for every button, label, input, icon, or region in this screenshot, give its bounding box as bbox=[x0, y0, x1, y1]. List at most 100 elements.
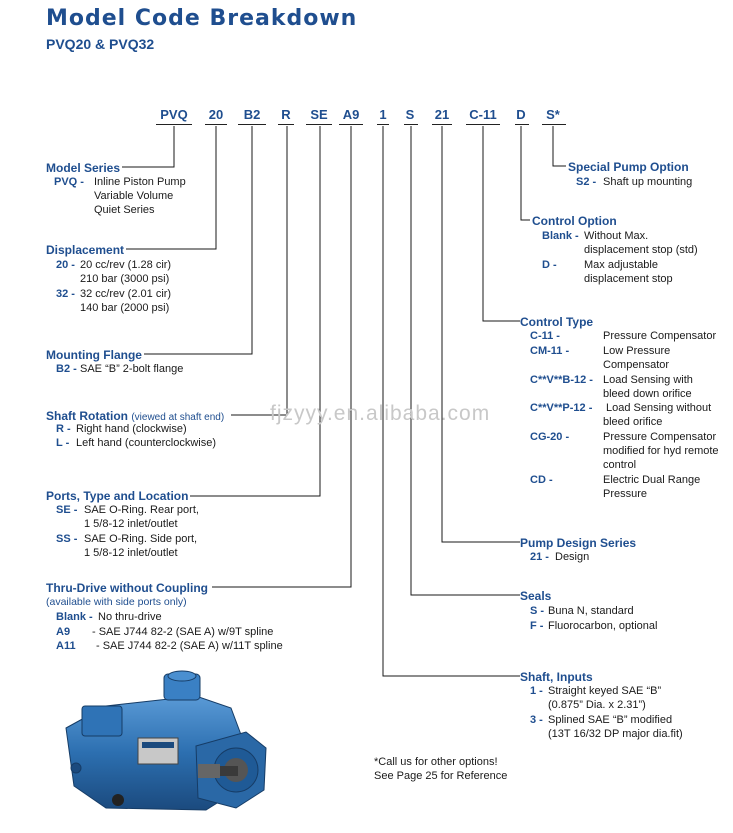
code-thru-drive: A9 bbox=[342, 107, 360, 122]
shaft-value: (13T 16/32 DP major dia.fit) bbox=[548, 728, 683, 740]
rotation-key: L - bbox=[56, 437, 70, 449]
rotation-note: (viewed at shaft end) bbox=[131, 412, 225, 423]
thru-value: No thru-drive bbox=[98, 611, 162, 623]
model-series-line: Variable Volume bbox=[94, 190, 174, 202]
displacement-value: 20 cc/rev (1.28 cir) bbox=[80, 259, 172, 271]
code-underline bbox=[515, 124, 529, 125]
ports-key: SE - bbox=[56, 504, 78, 516]
shaft-key: 1 - bbox=[530, 685, 543, 697]
control-type-key: C-11 - bbox=[530, 330, 560, 342]
ports-value: 1 5/8-12 inlet/outlet bbox=[84, 547, 178, 559]
seals-value: Fluorocarbon, optional bbox=[548, 620, 658, 632]
watermark: fjzyyy.en.alibaba.com bbox=[270, 402, 491, 425]
control-option-value: Max adjustable bbox=[584, 259, 658, 271]
page-subtitle: PVQ20 & PVQ32 bbox=[46, 36, 155, 52]
control-type-value: Pressure Compensator bbox=[603, 431, 717, 443]
special-title: Special Pump Option bbox=[568, 160, 689, 174]
control-option-value: displacement stop bbox=[584, 273, 673, 285]
displacement-value: 32 cc/rev (2.01 cir) bbox=[80, 288, 172, 300]
displacement-key: 20 - bbox=[56, 259, 75, 271]
pump-illustration bbox=[65, 670, 267, 811]
control-type-title: Control Type bbox=[520, 315, 594, 329]
displacement-value: 140 bar (2000 psi) bbox=[80, 302, 170, 314]
thru-value: - SAE J744 82-2 (SAE A) w/9T spline bbox=[92, 626, 274, 638]
thru-key: A11 bbox=[56, 640, 76, 652]
ports-value: 1 5/8-12 inlet/outlet bbox=[84, 518, 178, 530]
mounting-title: Mounting Flange bbox=[46, 348, 142, 362]
control-option-value: Without Max. bbox=[584, 230, 649, 242]
mounting-key: B2 - bbox=[56, 363, 77, 375]
ports-title: Ports, Type and Location bbox=[46, 489, 189, 503]
rotation-title-text: Shaft Rotation bbox=[46, 409, 128, 423]
control-type-key: CG-20 - bbox=[530, 431, 570, 443]
seals-title: Seals bbox=[520, 589, 552, 603]
code-displacement: 20 bbox=[208, 107, 224, 122]
control-option-title: Control Option bbox=[532, 214, 617, 228]
code-underline bbox=[432, 124, 452, 125]
rotation-key: R - bbox=[56, 423, 71, 435]
code-underline bbox=[542, 124, 566, 125]
design-title: Pump Design Series bbox=[520, 536, 637, 550]
page-title: Model Code Breakdown bbox=[46, 6, 358, 31]
design-key: 21 - bbox=[530, 551, 549, 563]
rotation-title: Shaft Rotation (viewed at shaft end) bbox=[46, 409, 224, 423]
code-rotation: R bbox=[281, 107, 291, 122]
shaft-value: (0.875” Dia. x 2.31”) bbox=[548, 699, 646, 711]
shaft-title: Shaft, Inputs bbox=[520, 670, 593, 684]
control-type-value: bleed down orifice bbox=[603, 388, 692, 400]
code-control-type: C-11 bbox=[469, 107, 497, 122]
control-type-value: Electric Dual Range bbox=[603, 474, 701, 486]
code-special: S* bbox=[546, 107, 560, 122]
shaft-value: Splined SAE “B” modified bbox=[548, 714, 673, 726]
control-type-value: Compensator bbox=[603, 359, 670, 371]
control-option-key: Blank - bbox=[542, 230, 579, 242]
code-underline bbox=[466, 124, 500, 125]
control-option-key: D - bbox=[542, 259, 557, 271]
code-underline bbox=[205, 124, 227, 125]
code-control-option: D bbox=[516, 107, 526, 122]
displacement-value: 210 bar (3000 psi) bbox=[80, 273, 170, 285]
thru-value: - SAE J744 82-2 (SAE A) w/11T spline bbox=[96, 640, 283, 652]
control-type-key: CM-11 - bbox=[530, 345, 570, 357]
rotation-value: Left hand (counterclockwise) bbox=[76, 437, 217, 449]
ports-value: SAE O-Ring. Side port, bbox=[84, 533, 198, 545]
control-type-value: control bbox=[603, 459, 637, 471]
control-type-value: Pressure Compensator bbox=[603, 330, 717, 342]
seals-key: S - bbox=[530, 605, 545, 617]
special-key: S2 - bbox=[576, 176, 597, 188]
control-type-value: Pressure bbox=[603, 488, 648, 500]
shaft-key: 3 - bbox=[530, 714, 543, 726]
code-underline bbox=[156, 124, 192, 125]
code-ports: SE bbox=[310, 107, 328, 122]
ports-key: SS - bbox=[56, 533, 78, 545]
model-series-line: Inline Piston Pump bbox=[94, 176, 186, 188]
code-underline bbox=[306, 124, 332, 125]
seals-value: Buna N, standard bbox=[548, 605, 634, 617]
code-pvq: PVQ bbox=[160, 107, 188, 122]
footer-note: *Call us for other options! bbox=[374, 756, 498, 768]
code-underline bbox=[339, 124, 363, 125]
code-underline bbox=[278, 124, 294, 125]
control-type-value: Low Pressure bbox=[603, 345, 671, 357]
code-seals: S bbox=[405, 107, 415, 122]
code-mounting: B2 bbox=[243, 107, 261, 122]
code-underline bbox=[238, 124, 266, 125]
control-type-value: modified for hyd remote bbox=[603, 445, 719, 457]
shaft-value: Straight keyed SAE “B” bbox=[548, 685, 662, 697]
code-underline bbox=[377, 124, 389, 125]
control-type-value: Load Sensing without bbox=[606, 402, 712, 414]
thru-note: (available with side ports only) bbox=[46, 596, 187, 608]
thru-title: Thru-Drive without Coupling bbox=[46, 581, 208, 595]
mounting-value: SAE “B” 2-bolt flange bbox=[80, 363, 184, 375]
model-series-title: Model Series bbox=[46, 161, 121, 175]
rotation-value: Right hand (clockwise) bbox=[76, 423, 187, 435]
design-value: Design bbox=[555, 551, 590, 563]
code-underline bbox=[404, 124, 418, 125]
thru-key: Blank - bbox=[56, 611, 93, 623]
control-type-key: CD - bbox=[530, 474, 553, 486]
displacement-key: 32 - bbox=[56, 288, 75, 300]
control-type-key: C**V**B-12 - bbox=[530, 374, 593, 386]
control-option-value: displacement stop (std) bbox=[584, 244, 698, 256]
control-type-value: bleed orifice bbox=[603, 416, 663, 428]
